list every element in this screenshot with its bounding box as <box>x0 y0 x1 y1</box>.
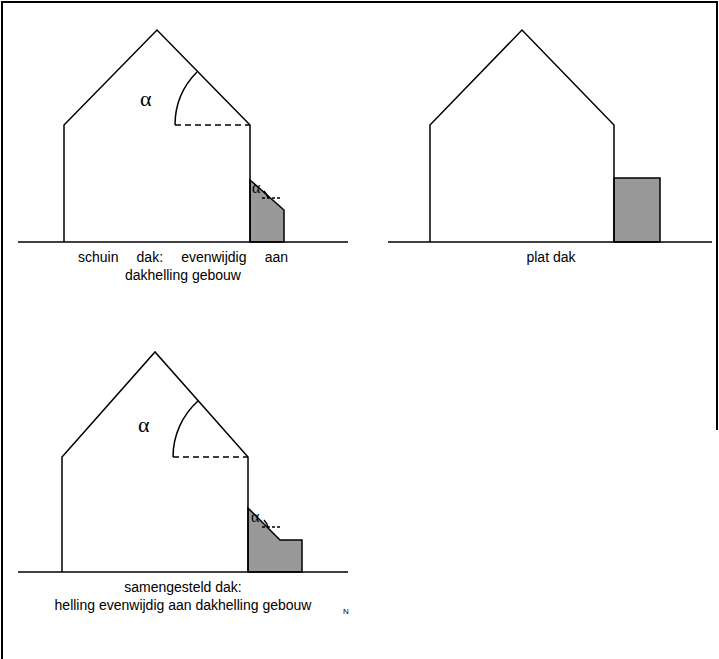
roof-caption-text: samengesteld dak: helling evenwijdig aan… <box>55 579 312 613</box>
dashed-line <box>262 197 282 199</box>
mark-text: N <box>343 607 349 616</box>
dashed-line <box>175 124 250 126</box>
ground-line <box>18 241 348 243</box>
angle-symbol: α <box>252 180 260 196</box>
angle-symbol: α <box>140 88 152 110</box>
roof-caption: plat dak <box>451 248 651 266</box>
shed <box>614 178 660 242</box>
ground-line <box>388 241 712 243</box>
house-outline <box>64 30 250 242</box>
roof-caption-text: plat dak <box>526 249 575 265</box>
mark: N <box>343 603 349 621</box>
angle-symbol-text: α <box>138 412 150 437</box>
shed <box>248 508 302 572</box>
roof-caption: schuin dak: evenwijdig aan dakhelling ge… <box>38 248 328 284</box>
roof-caption: samengesteld dak: helling evenwijdig aan… <box>38 578 328 614</box>
house-outline <box>430 30 614 242</box>
angle-symbol: α <box>138 414 150 436</box>
angle-symbol: α <box>251 509 259 525</box>
dashed-line <box>173 456 248 458</box>
angle-arc <box>175 72 197 125</box>
ground-line <box>18 571 348 573</box>
angle-arc <box>264 191 268 198</box>
house-outline <box>62 352 248 572</box>
angle-arc <box>264 520 268 527</box>
angle-arc <box>173 401 198 457</box>
shed <box>250 180 284 242</box>
angle-symbol-text: α <box>140 86 152 111</box>
angle-symbol-text: α <box>251 508 259 525</box>
angle-symbol-text: α <box>252 179 260 196</box>
dashed-line <box>262 526 282 528</box>
roof-caption-text: schuin dak: evenwijdig aan dakhelling ge… <box>78 249 288 283</box>
